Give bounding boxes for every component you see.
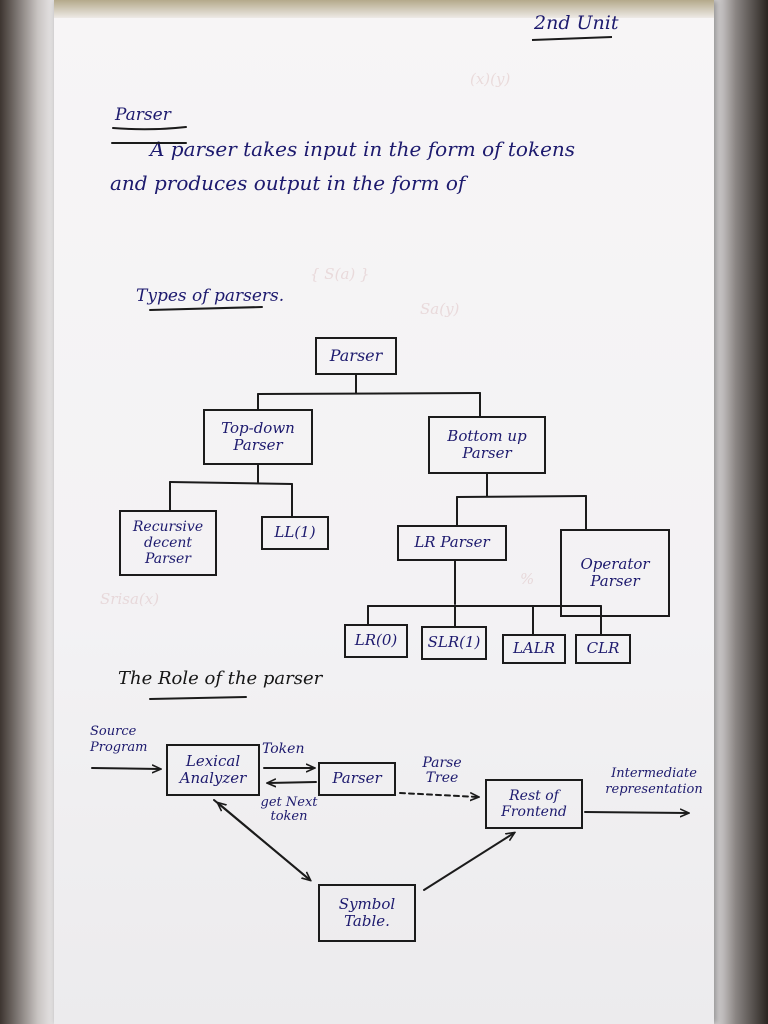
bleed-through-mark: (x)(y) [470,70,511,88]
arrow-get-next-token [268,782,317,783]
parser-heading: Parser [115,105,171,125]
source-program-label: Source Program [90,724,148,755]
tree-node-recursive-descent: Recursive decent Parser [119,510,217,576]
tree-node-lr-parser: LR Parser [397,525,507,561]
intermediate-representation-label: Intermediate representation [605,766,703,798]
types-heading: Types of parsers. [136,286,285,306]
tree-node-slr1: SLR(1) [421,626,487,660]
role-heading: The Role of the parser [118,668,323,689]
parser-heading-underline [112,126,187,131]
tree-edge [169,481,293,485]
arrow-symbol-table-frontend [423,833,514,891]
bleed-through-mark: % [520,570,535,588]
page-edge-top [54,0,714,18]
arrow-parse-tree [399,793,478,797]
page-edge-right [714,0,768,1024]
parser-box: Parser [318,762,396,796]
arrow-source-to-lexer [91,768,160,769]
parser-definition-line2: and produces output in the form of [110,171,466,195]
tree-edge [257,392,481,395]
tree-node-lr0: LR(0) [344,624,408,658]
get-next-token-label: get Next token [260,795,318,825]
role-heading-underline [149,696,247,700]
bleed-through-mark: { S(a) } [310,265,370,283]
tree-node-clr: CLR [575,634,631,664]
symbol-table-box: Symbol Table. [318,884,416,942]
arrow-symbol-table-lexer [218,803,311,881]
bleed-through-mark: Srisa(x) [100,590,160,608]
tree-edge [456,495,587,498]
arrow-intermediate [584,812,688,813]
parser-definition-line1: A parser takes input in the form of toke… [150,137,576,161]
rest-of-frontend-box: Rest of Frontend [485,779,583,829]
tree-node-ll1: LL(1) [261,516,329,550]
token-label: Token [262,741,305,757]
page-edge-left [0,0,54,1024]
tree-node-operator-parser: Operator Parser [560,529,670,617]
notebook-page [54,0,714,1024]
lexical-analyzer-box: Lexical Analyzer [166,744,260,796]
types-heading-underline [149,306,263,311]
bleed-through-mark: Sa(y) [420,300,460,318]
unit-label: 2nd Unit [534,12,619,34]
tree-node-lalr: LALR [502,634,566,664]
parse-tree-label: Parse Tree [422,755,462,787]
